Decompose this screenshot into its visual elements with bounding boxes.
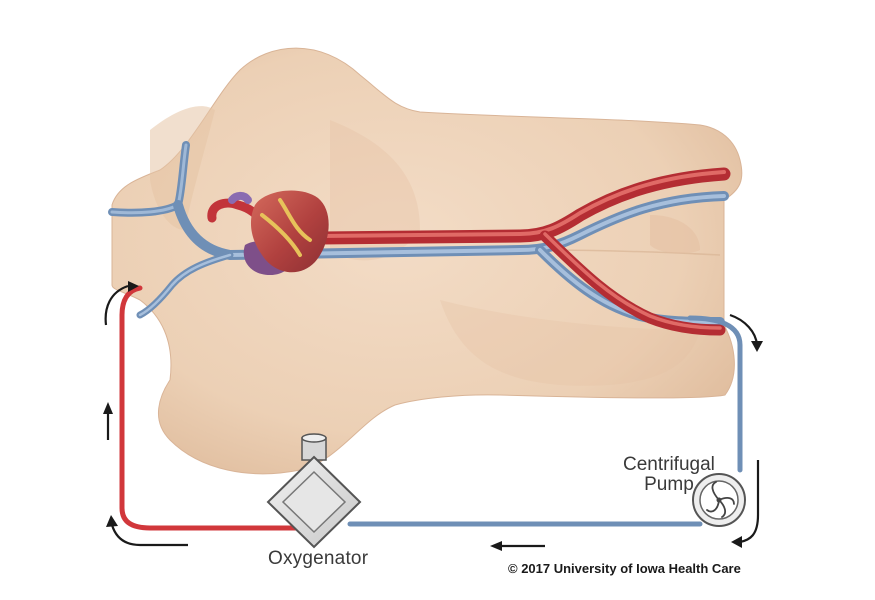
centrifugal-pump-icon: [692, 473, 746, 527]
arterial-vessels: [313, 167, 731, 336]
chest-shading: [330, 120, 420, 261]
hip-shading: [440, 300, 700, 386]
arrow-right-down-head: [731, 536, 742, 548]
pump-label: Centrifugal Pump: [623, 455, 715, 495]
aorta-highlight: [318, 170, 726, 238]
arrow-bottom-left: [110, 524, 188, 547]
pump-label-line2: Pump: [644, 474, 694, 495]
pulmonary-vessel: [228, 191, 252, 204]
heart-main: [250, 190, 329, 273]
oxygenator-device-icon: [266, 433, 362, 549]
arm-vein-core: [138, 253, 232, 317]
coronary-fat: [260, 198, 312, 257]
copyright-notice: © 2017 University of Iowa Health Care: [508, 561, 741, 576]
pump-hub: [716, 497, 722, 503]
arrow-top-left: [104, 284, 129, 326]
return-cannula-line: [119, 285, 303, 531]
arrow-right-down: [739, 460, 760, 544]
pump-label-line1: Centrifugal: [623, 454, 715, 475]
heart-icon: [207, 190, 329, 275]
ecmo-circuit: [119, 285, 743, 531]
pump-impeller: [706, 481, 735, 518]
drainage-cannula-line: [687, 315, 743, 473]
femoral-artery-highlight: [543, 232, 722, 330]
oxygenator-label: Oxygenator: [268, 548, 369, 569]
arrow-bottom-left-head: [106, 515, 118, 527]
oxygenator-port-cap: [301, 433, 327, 443]
arrow-bottom-middle-head: [490, 541, 502, 551]
patient-body: [111, 47, 743, 475]
arrow-left-up-head: [103, 402, 113, 414]
arrow-top-right-head: [751, 341, 763, 352]
buttock-shading: [650, 215, 700, 254]
torso-silhouette: [111, 47, 743, 475]
arrow-top-left-head: [128, 281, 139, 292]
oxygenator-inner: [281, 470, 347, 534]
flow-arrows: [103, 281, 763, 551]
